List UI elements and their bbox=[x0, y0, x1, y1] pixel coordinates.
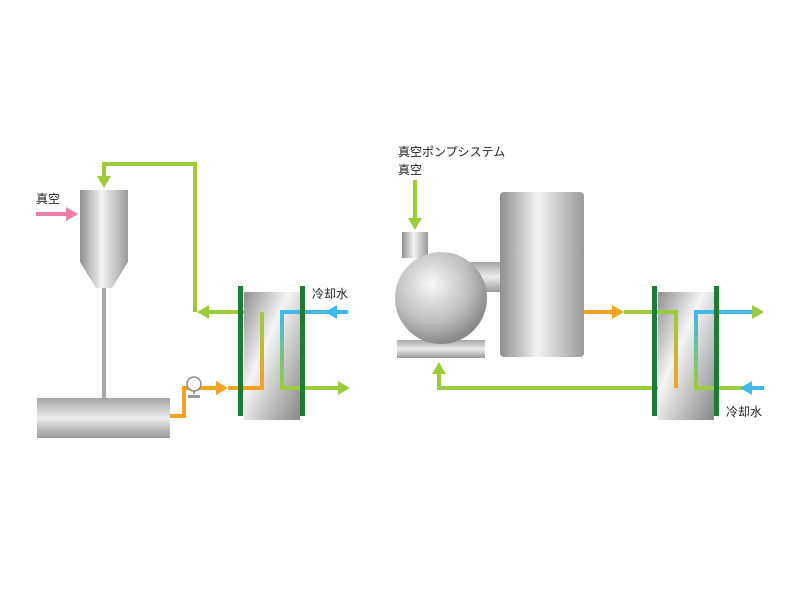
left-heat-exchanger bbox=[228, 286, 338, 420]
left-vacuum-label: 真空 bbox=[36, 192, 60, 206]
valve-icon bbox=[186, 376, 202, 398]
left-vacuum-arrow bbox=[36, 207, 78, 221]
left-orange-line bbox=[170, 381, 228, 418]
right-cooling-water-in-arrow bbox=[740, 381, 764, 395]
left-cooling-water-label: 冷却水 bbox=[312, 287, 348, 301]
left-vessel bbox=[80, 190, 128, 406]
left-collection-tank bbox=[37, 398, 170, 438]
separator-tank bbox=[500, 192, 584, 357]
vacuum-pump bbox=[395, 232, 506, 358]
right-cooling-water-label: 冷却水 bbox=[726, 405, 762, 419]
pump-system-label: 真空ポンプシステム bbox=[398, 145, 505, 159]
left-cooling-water-in-arrow bbox=[325, 305, 348, 319]
right-vacuum-label: 真空 bbox=[398, 163, 422, 177]
right-heat-exchanger bbox=[624, 286, 752, 420]
left-cooling-water-out-arrow bbox=[338, 381, 350, 395]
right-cooling-water-out-arrow bbox=[752, 305, 764, 319]
right-orange-line bbox=[584, 305, 624, 319]
right-vacuum-arrow bbox=[408, 180, 422, 230]
